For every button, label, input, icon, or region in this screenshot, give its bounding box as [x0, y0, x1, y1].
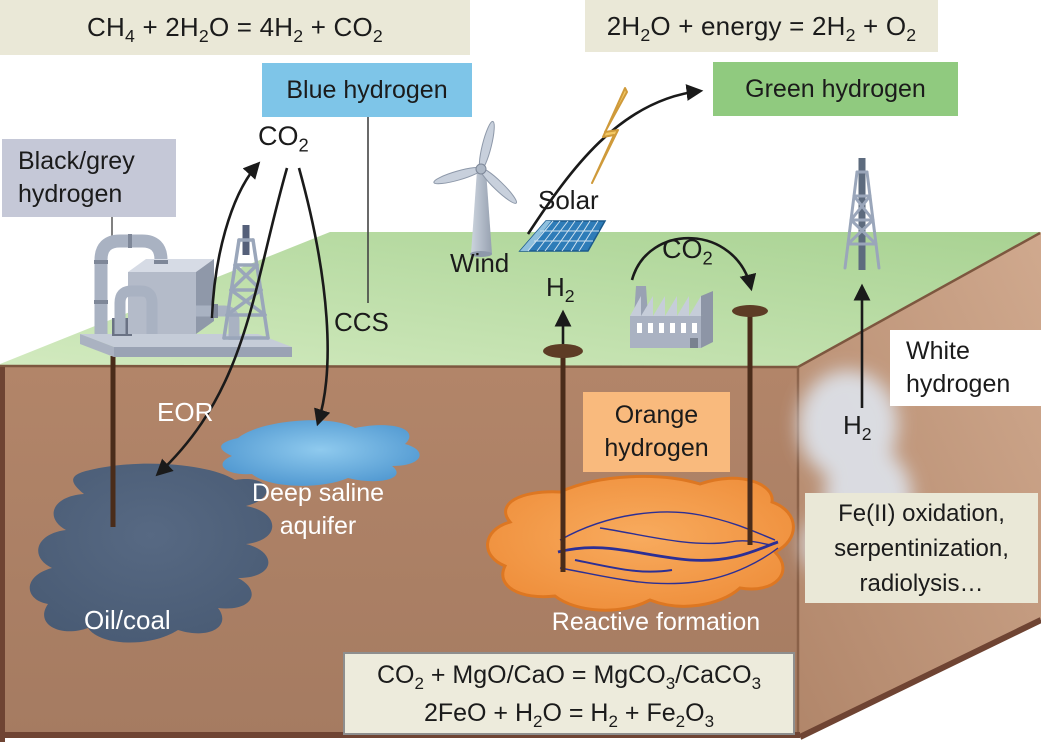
- wellhead-icon: [543, 344, 583, 358]
- h2-seep-label: H2: [843, 410, 872, 445]
- tag-label: Green hydrogen: [745, 74, 926, 103]
- equation-text: CO2 + MgO/CaO = MgCO3/CaCO3: [376, 660, 762, 693]
- flow-arrows: [155, 84, 871, 477]
- source-line: serpentinization,: [834, 534, 1009, 562]
- source-line: Fe(II) oxidation,: [838, 499, 1005, 527]
- eor-label: EOR: [157, 397, 214, 427]
- equation-text: 2H2O + energy = 2H2 + O2: [606, 10, 917, 45]
- factory-icon: [630, 286, 713, 348]
- steam-reforming-equation: CH4 + 2H2O = 4H2 + CO2: [0, 0, 470, 55]
- tag-label: Blue hydrogen: [286, 75, 448, 104]
- saline-aquifer-blob: [221, 420, 420, 486]
- aquifer-line: aquifer: [279, 512, 357, 540]
- tag-line: hydrogen: [906, 370, 1011, 398]
- co2-factory-label: CO2: [662, 234, 713, 269]
- steam-reforming-plant-icon: [80, 234, 292, 357]
- co2-emission-arrow: [210, 161, 261, 319]
- white-hydrogen-sources-box: Fe(II) oxidation, serpentinization, radi…: [805, 493, 1038, 603]
- aquifer-label: Deep saline aquifer: [240, 477, 396, 543]
- co2-surface-label: CO2: [258, 121, 309, 156]
- ccs-label: CCS: [334, 307, 389, 337]
- equation-text: 2FeO + H2O = H2 + Fe2O3: [423, 698, 715, 731]
- solar-label: Solar: [538, 185, 599, 215]
- drilling-derrick-icon: [222, 225, 270, 340]
- solar-panel-icon: [518, 220, 607, 252]
- grass-surface: [0, 232, 1041, 367]
- black-grey-hydrogen-tag: Black/grey hydrogen: [2, 139, 176, 217]
- tag-line: White: [906, 337, 970, 365]
- subsurface-reactions-box: CO2 + MgO/CaO = MgCO3/CaCO3 2FeO + H2O =…: [343, 652, 795, 735]
- oil-coal-blob: [29, 463, 273, 643]
- wind-turbine-icon: [433, 120, 518, 257]
- factory-co2-arrow: [630, 236, 757, 292]
- tag-line: Orange: [614, 401, 699, 429]
- blue-hydrogen-tag: Blue hydrogen: [262, 63, 472, 117]
- lightning-bolt-icon: [591, 87, 628, 184]
- oil-coal-label: Oil/coal: [84, 605, 171, 635]
- drilling-derrick-icon: [843, 158, 881, 270]
- renewable-energy-arrow: [526, 84, 704, 235]
- electrolysis-equation: 2H2O + energy = 2H2 + O2: [585, 0, 938, 52]
- tag-line: Black/grey: [18, 147, 135, 175]
- source-line: radiolysis…: [859, 569, 984, 597]
- h2-well-label: H2: [546, 272, 575, 307]
- tag-line: hydrogen: [18, 180, 123, 208]
- orange-hydrogen-tag: Orange hydrogen: [583, 392, 730, 472]
- wellhead-icon: [732, 305, 768, 317]
- well-bores: [110, 311, 753, 572]
- green-hydrogen-tag: Green hydrogen: [713, 62, 958, 116]
- block-border: [0, 367, 1041, 742]
- aquifer-injection-arrow: [297, 167, 331, 427]
- white-hydrogen-tag: White hydrogen: [890, 330, 1041, 406]
- equation-text: CH4 + 2H2O = 4H2 + CO2: [87, 12, 383, 47]
- aquifer-line: Deep saline: [251, 479, 385, 507]
- tag-line: hydrogen: [604, 434, 709, 462]
- reactive-formation-label: Reactive formation: [551, 608, 761, 636]
- wind-label: Wind: [450, 248, 510, 278]
- eor-injection-arrow: [155, 167, 289, 477]
